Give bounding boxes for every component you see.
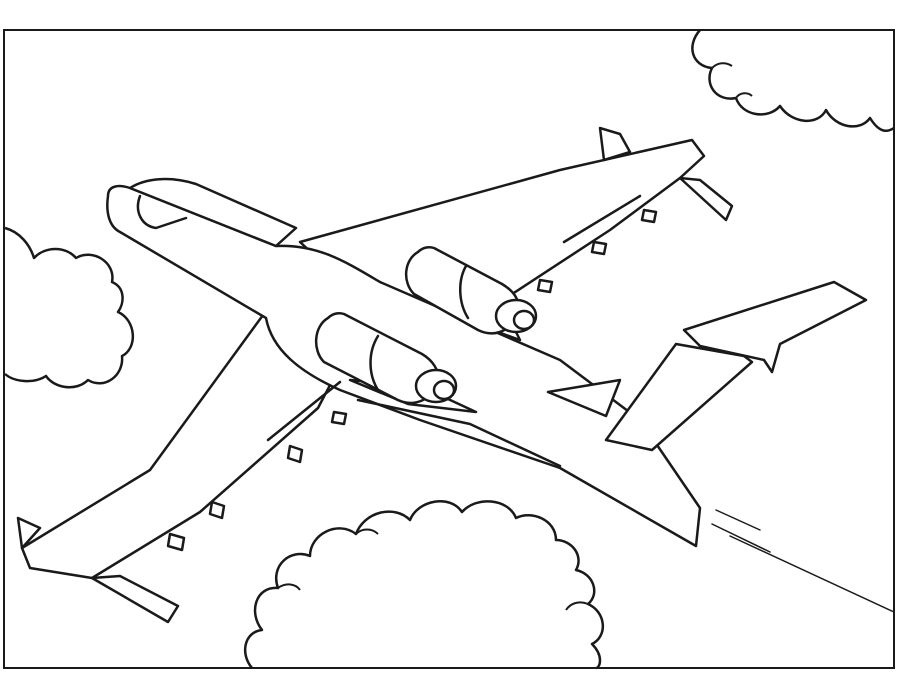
left-wing-flap-fairings [168, 412, 346, 550]
left-wing-tip-upper [18, 518, 40, 548]
belly-line [358, 400, 560, 466]
airplane [18, 128, 866, 622]
cloud-top-right [692, 30, 894, 131]
picture-frame [4, 30, 894, 668]
cloud-bottom [245, 501, 603, 668]
tail-root [548, 380, 620, 416]
cloud-left [5, 228, 133, 387]
engine-front-band [371, 336, 379, 390]
left-wing-tip-lower [92, 576, 178, 622]
horizontal-stabilizer [684, 282, 866, 372]
nose-cone [130, 179, 296, 246]
speed-lines [712, 510, 894, 612]
right-wing-tip-lower [680, 178, 732, 220]
left-wing-flap-line [268, 382, 340, 440]
right-wing-tip-upper [600, 128, 630, 160]
engine-rear-exhaust [514, 311, 534, 329]
right-wing-flap-fairings [538, 210, 656, 292]
cockpit-outline [138, 196, 186, 228]
engine-front-exhaust [434, 381, 454, 399]
vertical-tail [606, 344, 752, 450]
cloud-bottom-fold [278, 530, 588, 611]
right-wing-flap-line [564, 196, 640, 242]
engine-rear-band [460, 266, 468, 318]
cloud-top-right-fold [712, 63, 752, 98]
